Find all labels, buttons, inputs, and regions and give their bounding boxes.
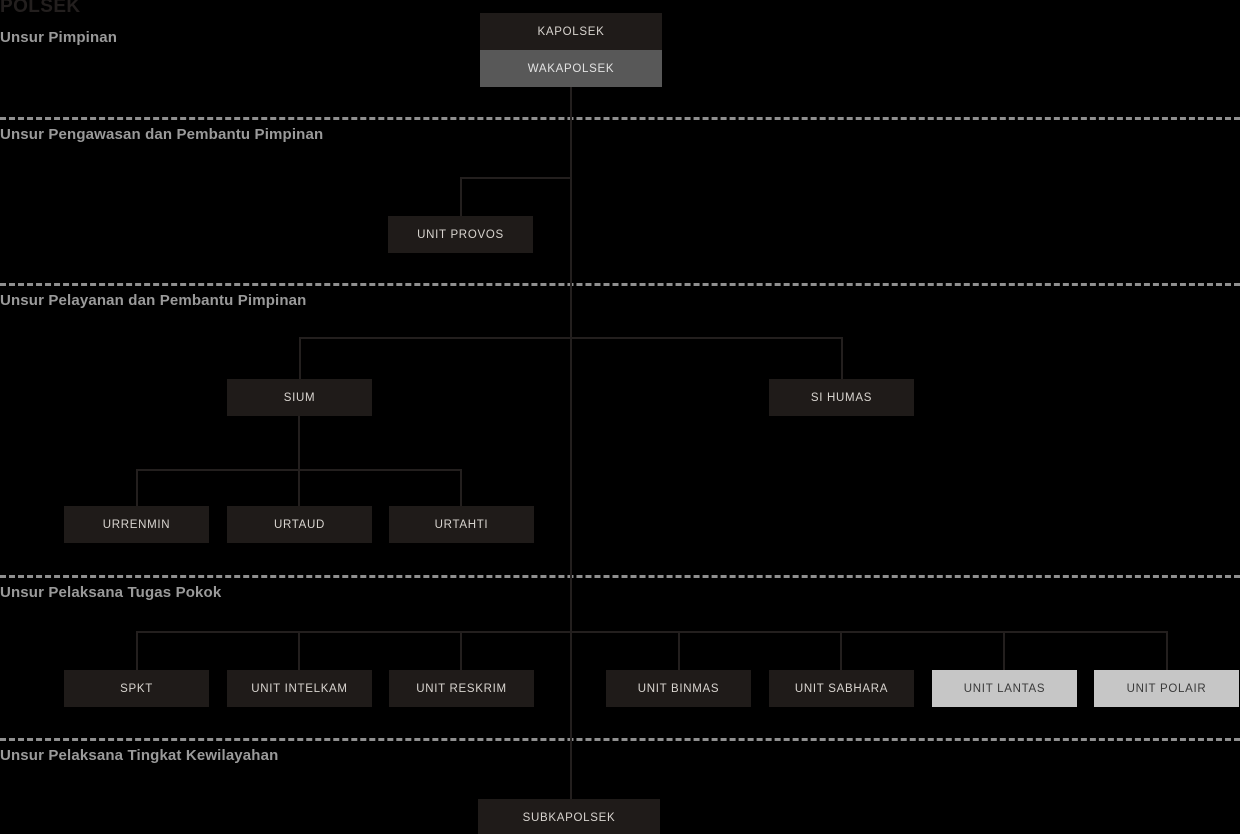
connector-lantas-drop xyxy=(1003,631,1005,670)
node-urtahti[interactable]: URTAHTI xyxy=(389,506,534,543)
node-unit-provos[interactable]: UNIT PROVOS xyxy=(388,216,533,253)
section-label-unsur-pelaksana-tugas-pokok: Unsur Pelaksana Tugas Pokok xyxy=(0,584,222,601)
connector-sium-to-subbar xyxy=(298,416,300,470)
node-sium[interactable]: SIUM xyxy=(227,379,372,416)
node-si-humas[interactable]: SI HUMAS xyxy=(769,379,914,416)
section-label-unsur-pelaksana-kewilayahan: Unsur Pelaksana Tingkat Kewilayahan xyxy=(0,747,279,764)
node-urrenmin[interactable]: URRENMIN xyxy=(64,506,209,543)
node-unit-lantas[interactable]: UNIT LANTAS xyxy=(932,670,1077,707)
connector-polair-drop xyxy=(1166,631,1168,670)
node-unit-binmas[interactable]: UNIT BINMAS xyxy=(606,670,751,707)
node-unit-polair[interactable]: UNIT POLAIR xyxy=(1094,670,1239,707)
section-label-unsur-pimpinan: Unsur Pimpinan xyxy=(0,29,118,46)
connector-provos-horizontal xyxy=(460,177,571,179)
connector-sihumas-drop xyxy=(841,337,843,379)
connector-binmas-drop xyxy=(678,631,680,670)
connector-provos-vertical xyxy=(460,177,462,216)
connector-intelkam-drop xyxy=(298,631,300,670)
connector-urrenmin-drop xyxy=(136,469,138,506)
node-urtaud[interactable]: URTAUD xyxy=(227,506,372,543)
connector-sium-drop xyxy=(299,337,301,379)
divider-4 xyxy=(0,738,1240,741)
node-unit-intelkam[interactable]: UNIT INTELKAM xyxy=(227,670,372,707)
node-spkt[interactable]: SPKT xyxy=(64,670,209,707)
connector-urtaud-drop xyxy=(298,469,300,506)
connector-sabhara-drop xyxy=(840,631,842,670)
page-title: POLSEK xyxy=(0,0,81,17)
connector-tugas-pokok-bar xyxy=(136,631,1168,633)
divider-1 xyxy=(0,117,1240,120)
connector-urtahti-drop xyxy=(460,469,462,506)
node-unit-sabhara[interactable]: UNIT SABHARA xyxy=(769,670,914,707)
connector-reskrim-drop xyxy=(460,631,462,670)
divider-3 xyxy=(0,575,1240,578)
divider-2 xyxy=(0,283,1240,286)
section-label-unsur-pelayanan: Unsur Pelayanan dan Pembantu Pimpinan xyxy=(0,292,307,309)
node-kapolsek[interactable]: KAPOLSEK xyxy=(480,13,662,50)
node-wakapolsek[interactable]: WAKAPOLSEK xyxy=(480,50,662,87)
trunk-line-main xyxy=(570,86,572,799)
section-label-unsur-pengawasan: Unsur Pengawasan dan Pembantu Pimpinan xyxy=(0,126,324,143)
connector-sium-humas-bar xyxy=(299,337,843,339)
node-subkapolsek[interactable]: SUBKAPOLSEK xyxy=(478,799,660,834)
node-unit-reskrim[interactable]: UNIT RESKRIM xyxy=(389,670,534,707)
connector-spkt-drop xyxy=(136,631,138,670)
